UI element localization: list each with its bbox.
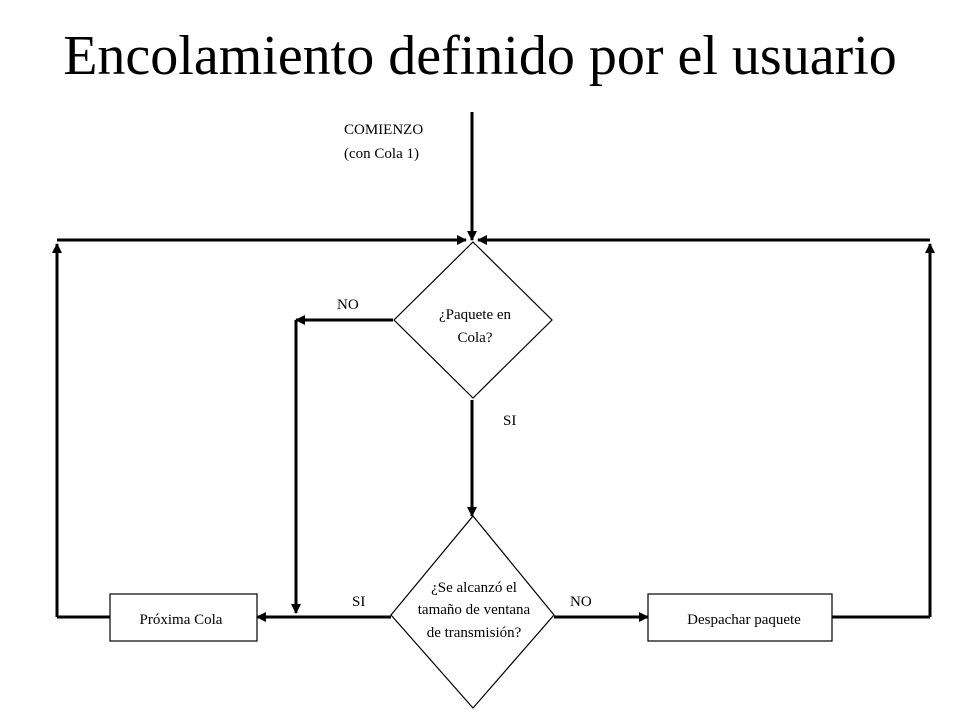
decision2-text-line3: de transmisión? [427, 625, 522, 641]
start-label-line1: COMIENZO [344, 122, 423, 138]
edge-label-d1-si: SI [503, 413, 516, 429]
decision-window-reached [390, 515, 555, 709]
box-next-queue-label: Próxima Cola [140, 612, 223, 628]
decision2-text-line2: tamaño de ventana [418, 602, 531, 618]
start-label-line2: (con Cola 1) [344, 146, 419, 162]
box-next-queue [109, 593, 258, 642]
page-title: Encolamiento definido por el usuario [63, 25, 897, 87]
decision1-text-line1: ¿Paquete en [439, 307, 512, 323]
box-dispatch-packet-label: Despachar paquete [687, 612, 801, 628]
edge-label-d2-si: SI [352, 594, 365, 610]
box-dispatch-packet [647, 593, 833, 642]
decision2-text-line1: ¿Se alcanzó el [431, 580, 517, 596]
decision1-text-line2: Cola? [458, 330, 493, 346]
decision-packet-in-queue [393, 241, 553, 399]
edge-label-d1-no: NO [337, 297, 359, 313]
edge-label-d2-no: NO [570, 594, 592, 610]
